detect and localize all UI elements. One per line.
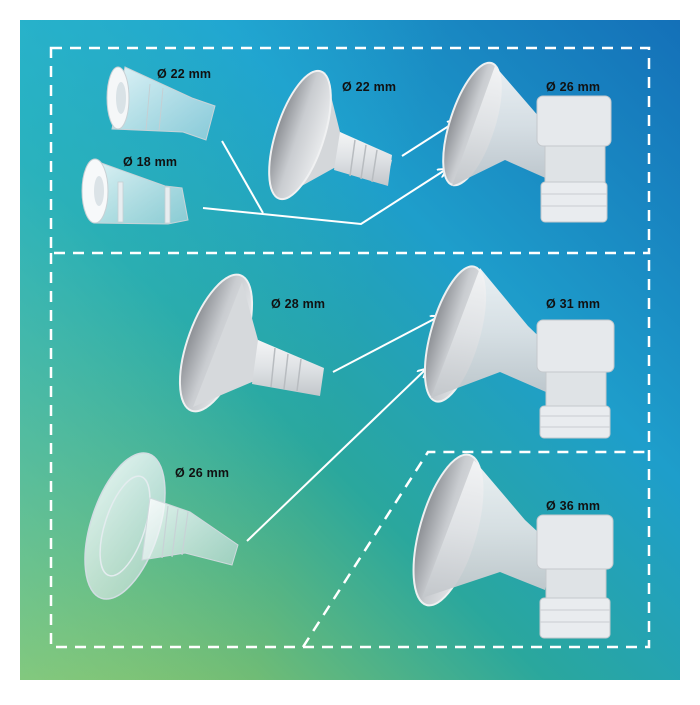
label-shield-36mm: Ø 36 mm	[546, 499, 601, 513]
flange-28mm	[178, 273, 324, 413]
bottom-right-frame	[301, 450, 649, 648]
label-shield-31mm: Ø 31 mm	[546, 297, 601, 311]
label-shield-26mm: Ø 26 mm	[546, 80, 601, 94]
connector-insert-large	[221, 140, 264, 214]
soft-insert-26mm	[84, 452, 239, 600]
connector-insert-small	[202, 170, 445, 226]
label-soft-insert-26mm: Ø 26 mm	[175, 466, 230, 480]
insert-18mm	[81, 158, 189, 225]
label-insert-18mm: Ø 18 mm	[123, 155, 178, 169]
label-flange-22mm: Ø 22 mm	[342, 80, 397, 94]
dashed-frames	[49, 46, 651, 649]
insert-22mm	[106, 66, 216, 141]
lower-section-frame	[49, 253, 651, 649]
shield-31mm	[423, 265, 615, 439]
arrow-top-flange	[401, 122, 455, 157]
top-section-frame	[49, 46, 651, 255]
shield-36mm	[412, 453, 614, 639]
label-insert-22mm: Ø 22 mm	[157, 67, 212, 81]
shield-26mm	[442, 61, 612, 223]
flange-22mm	[268, 69, 392, 201]
label-flange-28mm: Ø 28 mm	[271, 297, 326, 311]
arrow-soft-insert	[246, 370, 425, 542]
connector-lines	[202, 122, 455, 542]
arrow-mid-flange	[332, 317, 438, 373]
